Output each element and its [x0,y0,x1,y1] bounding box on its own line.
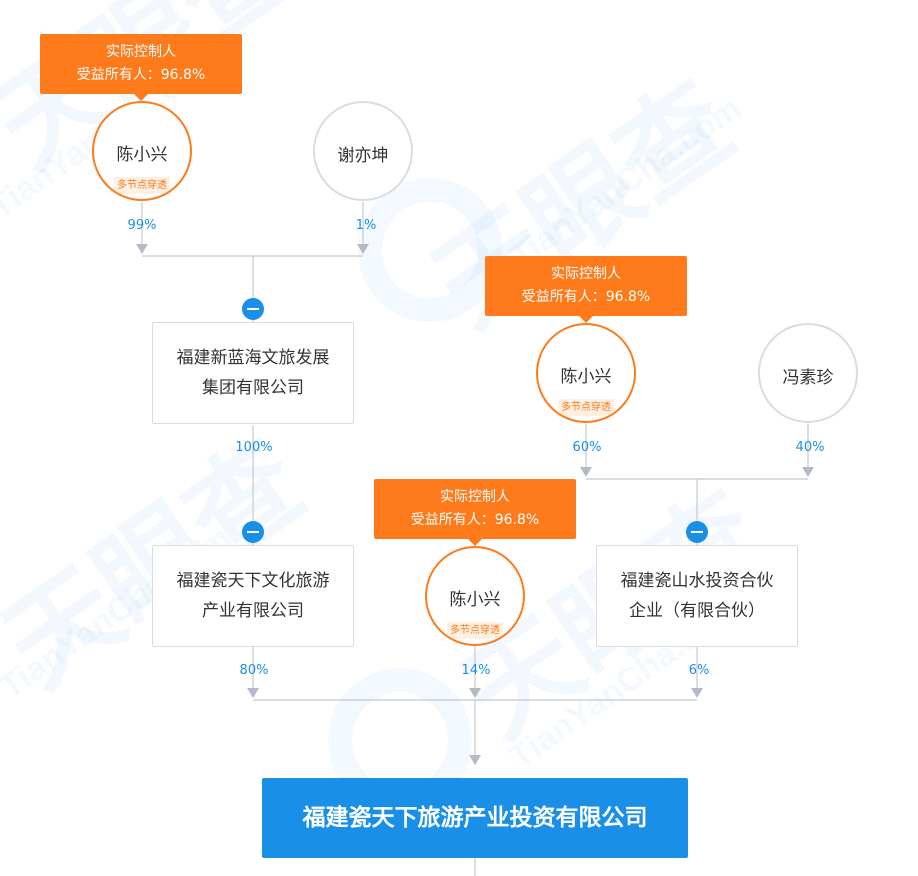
person-node-chen-xiaoxing[interactable]: 陈小兴 多节点穿透 [425,546,525,646]
person-node-chen-xiaoxing[interactable]: 陈小兴 多节点穿透 [92,101,192,201]
arrow-down-icon [469,688,481,698]
company-name-line: 福建新蓝海文旅发展 [176,348,330,368]
company-node-cici-culture[interactable]: 福建瓷天下文化旅游 产业有限公司 [152,545,354,647]
share-percent: 100% [235,440,273,455]
person-node-chen-xiaoxing[interactable]: 陈小兴 多节点穿透 [536,323,636,423]
company-name-line: 集团有限公司 [202,378,304,398]
target-company-node[interactable]: 福建瓷天下旅游产业投资有限公司 [262,778,688,858]
company-name-line: 福建瓷山水投资合伙 [620,571,774,591]
controller-badge-benefit: 受益所有人：96.8% [410,512,540,528]
company-name-line: 企业（有限合伙） [629,601,765,621]
arrow-down-icon [691,688,703,698]
controller-badge-benefit: 受益所有人：96.8% [521,289,651,305]
arrow-down-icon [357,244,369,254]
person-name: 谢亦坤 [337,146,389,166]
controller-badge-title: 实际控制人 [551,266,621,282]
share-percent: 99% [127,218,157,233]
company-node-cici-shanshui[interactable]: 福建瓷山水投资合伙 企业（有限合伙） [596,545,798,647]
collapse-button[interactable] [242,521,264,543]
penetration-tag[interactable]: 多节点穿透 [447,622,503,639]
arrow-down-icon [580,467,592,477]
share-percent: 1% [355,218,377,233]
penetration-tag[interactable]: 多节点穿透 [558,399,614,416]
person-name: 陈小兴 [560,367,612,387]
arrow-down-icon [802,467,814,477]
arrow-down-icon [136,244,148,254]
person-node-xie-yikun[interactable]: 谢亦坤 [313,101,413,201]
person-name: 陈小兴 [116,145,168,165]
arrow-down-icon [469,755,481,765]
share-percent: 6% [688,663,710,678]
company-name-line: 福建瓷天下文化旅游 [176,571,330,591]
controller-badge: 实际控制人 受益所有人：96.8% [374,479,576,546]
company-node-xinlan[interactable]: 福建新蓝海文旅发展 集团有限公司 [152,322,354,424]
controller-badge: 实际控制人 受益所有人：96.8% [40,34,242,101]
controller-badge-title: 实际控制人 [106,44,176,60]
share-percent: 60% [572,440,602,455]
arrow-down-icon [247,688,259,698]
controller-badge: 实际控制人 受益所有人：96.8% [485,256,687,323]
collapse-button[interactable] [686,521,708,543]
controller-badge-title: 实际控制人 [440,489,510,505]
share-percent: 14% [461,663,491,678]
person-name: 陈小兴 [449,590,501,610]
person-name: 冯素珍 [782,368,834,388]
person-node-feng-suzhen[interactable]: 冯素珍 [758,323,858,423]
company-name-line: 产业有限公司 [202,601,304,621]
share-percent: 40% [795,440,825,455]
penetration-tag[interactable]: 多节点穿透 [114,177,170,194]
collapse-button[interactable] [242,298,264,320]
controller-badge-benefit: 受益所有人：96.8% [76,67,206,83]
share-percent: 80% [239,663,269,678]
